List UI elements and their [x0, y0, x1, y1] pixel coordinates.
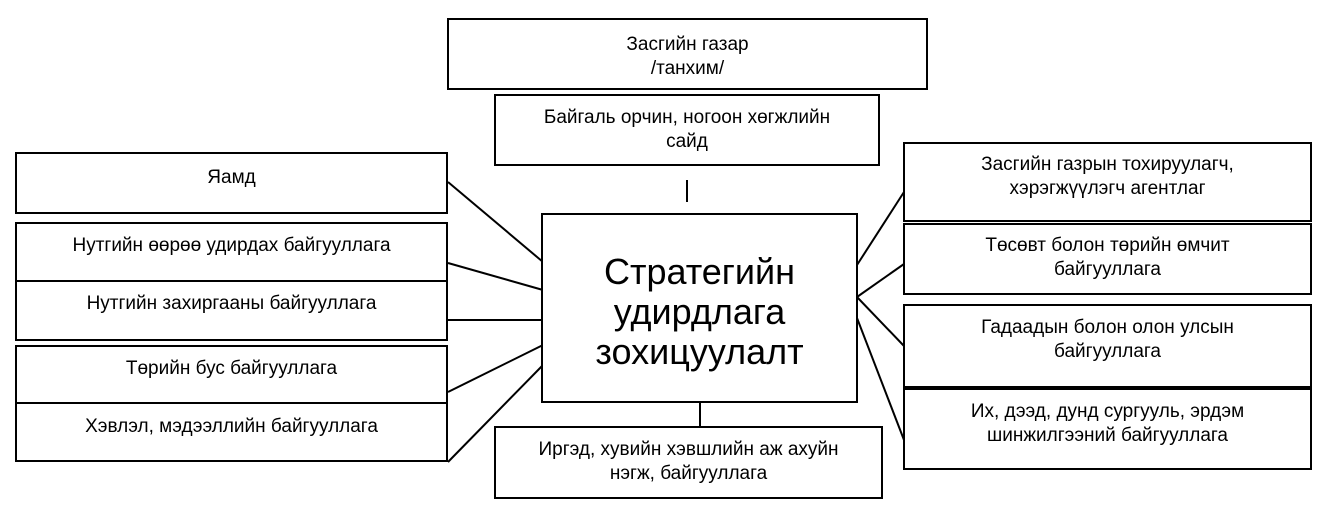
box-left-ngo: Төрийн бус байгууллага: [15, 345, 448, 404]
connector-left-5: [447, 364, 544, 463]
box-right-universities-line2: шинжилгээний байгууллага: [986, 425, 1229, 446]
box-right-state-owned-line1: Төсөвт болон төрийн өмчит: [985, 235, 1230, 256]
box-right-agencies: Засгийн газрын тохируулагч, хэрэгжүүлэгч…: [903, 142, 1312, 222]
connector-left-2: [447, 262, 544, 291]
connector-right-4: [856, 317, 905, 441]
box-right-state-owned-line2: байгууллага: [1054, 259, 1161, 280]
box-left-media-label: Хэвлэл, мэдээллийн байгууллага: [85, 416, 378, 437]
box-right-international-line1: Гадаадын болон олон улсын: [981, 317, 1234, 338]
connector-left-4: [447, 344, 544, 393]
box-bottom-citizens-line2: нэгж, байгууллага: [609, 463, 768, 484]
box-left-ngo-label: Төрийн бус байгууллага: [125, 358, 338, 379]
center-line2: удирдлага: [613, 291, 786, 332]
connector-right-1: [856, 191, 905, 266]
box-bottom-citizens-line1: Иргэд, хувийн хэвшлийн аж ахуйн: [538, 439, 839, 460]
box-government-line2: /танхим/: [650, 58, 725, 79]
connector-left-1: [447, 181, 544, 263]
box-left-local-admin-label: Нутгийн захиргааны байгууллага: [86, 293, 377, 314]
connector-right-3: [856, 296, 905, 347]
box-left-ministries-label: Яамд: [207, 167, 256, 188]
center-line3: зохицуулалт: [595, 331, 804, 372]
box-left-media: Хэвлэл, мэдээллийн байгууллага: [15, 402, 448, 462]
box-right-agencies-line2: хэрэгжүүлэгч агентлаг: [1009, 178, 1206, 199]
box-bottom-citizens: Иргэд, хувийн хэвшлийн аж ахуйн нэгж, ба…: [494, 426, 883, 499]
box-right-state-owned: Төсөвт болон төрийн өмчит байгууллага: [903, 223, 1312, 295]
box-left-ministries: Яамд: [15, 152, 448, 214]
box-right-universities-line1: Их, дээд, дунд сургууль, эрдэм: [970, 401, 1245, 422]
box-right-international-line2: байгууллага: [1054, 341, 1161, 362]
box-minister-line1: Байгаль орчин, ногоон хөгжлийн: [543, 107, 831, 128]
center-line1: Стратегийн: [603, 251, 796, 292]
box-right-international: Гадаадын болон олон улсын байгууллага: [903, 304, 1312, 388]
box-right-universities: Их, дээд, дунд сургууль, эрдэм шинжилгээ…: [903, 388, 1312, 470]
box-center-strategy: Стратегийн удирдлага зохицуулалт: [541, 213, 858, 403]
box-government-line1: Засгийн газар: [626, 34, 749, 55]
box-left-local-self-gov: Нутгийн өөрөө удирдах байгууллага: [15, 222, 448, 282]
box-minister-line2: сайд: [666, 131, 708, 152]
box-government: Засгийн газар /танхим/: [447, 18, 928, 90]
box-left-local-admin: Нутгийн захиргааны байгууллага: [15, 280, 448, 341]
box-left-local-self-gov-label: Нутгийн өөрөө удирдах байгууллага: [72, 235, 391, 256]
box-right-agencies-line1: Засгийн газрын тохируулагч,: [981, 154, 1234, 175]
box-minister-environment: Байгаль орчин, ногоон хөгжлийн сайд: [494, 94, 880, 166]
connector-right-2: [856, 263, 905, 298]
